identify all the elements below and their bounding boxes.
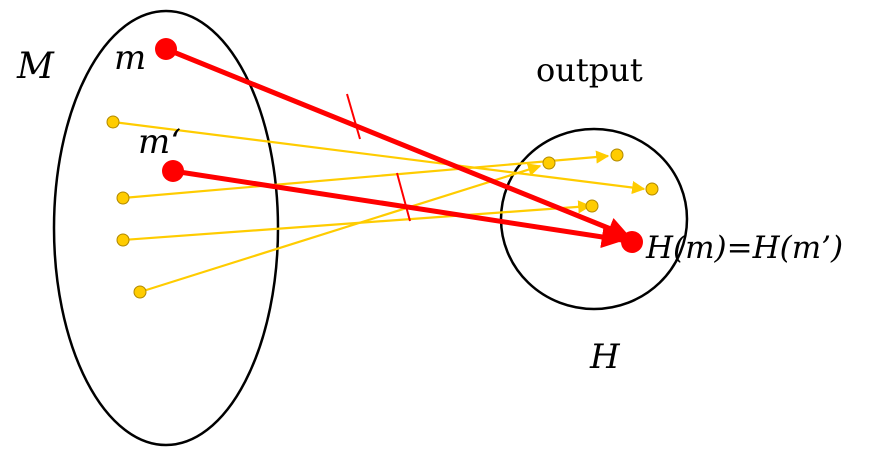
collision-label: H(m)=H(m’) (645, 230, 843, 266)
output-point (542, 156, 556, 170)
mapping-arrow (112, 120, 646, 195)
output-point (585, 199, 599, 213)
domain-point (116, 191, 130, 205)
arrow-tick-mark (346, 93, 361, 140)
message-m-prime-label: m‘ (138, 122, 181, 162)
message-m-point (155, 38, 177, 60)
output-caption: output (536, 51, 643, 89)
range-set-label: H (589, 337, 621, 377)
mapping-arrow (122, 150, 610, 200)
output-point (610, 148, 624, 162)
collision-arrow-m (165, 46, 631, 239)
domain-set-ellipse (52, 9, 280, 447)
domain-point (116, 233, 130, 247)
domain-point (106, 115, 120, 129)
message-m-label: m (114, 38, 146, 78)
domain-set-label: M (16, 46, 55, 87)
domain-point (133, 285, 147, 299)
output-point (645, 182, 659, 196)
collision-arrow-m-prime (172, 168, 625, 249)
mapping-arrow (139, 163, 542, 294)
collision-point (621, 231, 643, 253)
arrow-tick-mark (396, 172, 411, 222)
message-m-prime-point (162, 160, 184, 182)
output-set-ellipse (499, 127, 689, 311)
